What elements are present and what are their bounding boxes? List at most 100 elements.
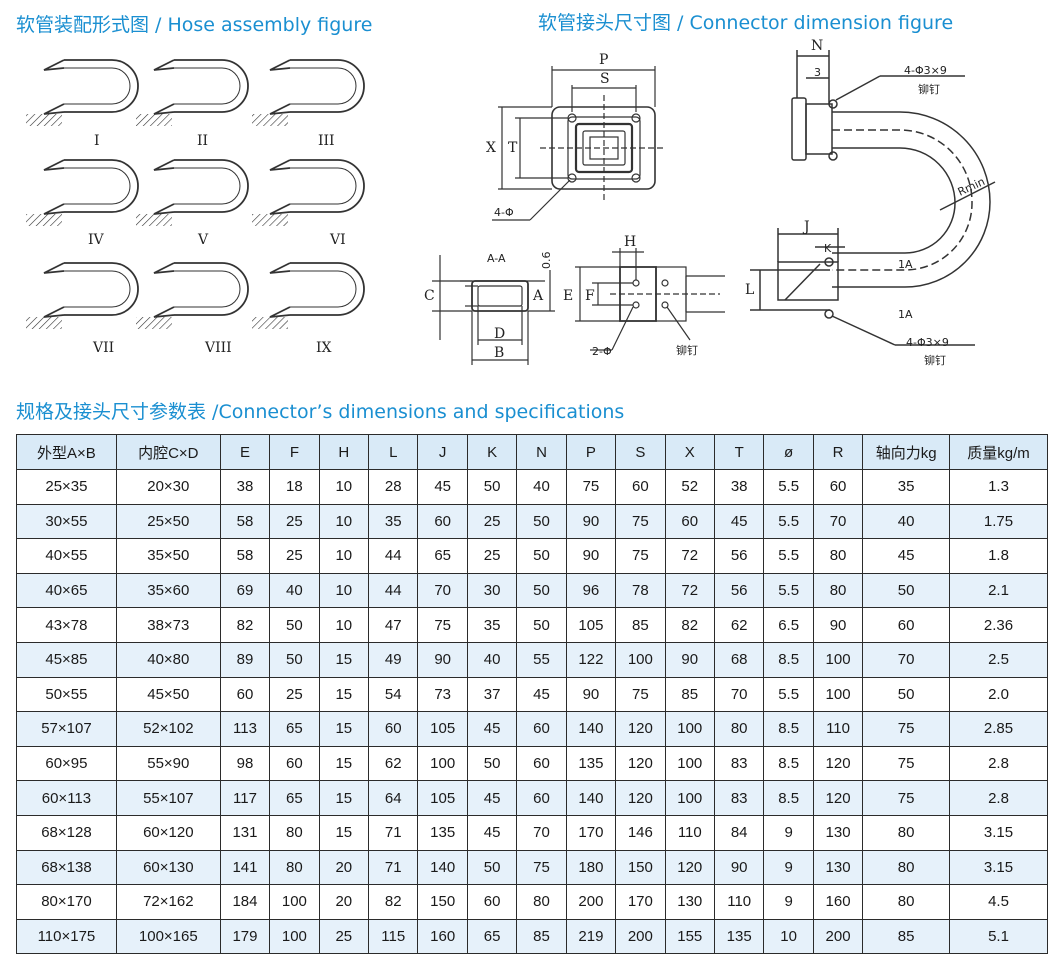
table-cell: 75 xyxy=(417,607,468,643)
table-cell: 1.8 xyxy=(949,538,1048,574)
hose-assembly-title: 软管装配形式图 / Hose assembly figure xyxy=(16,14,373,36)
table-cell: 60 xyxy=(516,711,567,747)
table-cell: 80 xyxy=(812,538,864,574)
table-cell: 85 xyxy=(615,607,666,643)
table-cell: 45 xyxy=(862,538,950,574)
table-cell: 180 xyxy=(565,849,617,886)
table-cell: 170 xyxy=(615,884,666,920)
table-cell: 130 xyxy=(812,814,864,851)
column-header: X xyxy=(664,434,715,470)
hose-form-2 xyxy=(136,59,249,126)
table-cell: 58 xyxy=(219,538,271,574)
table-cell: 30 xyxy=(466,572,518,609)
table-cell: 55 xyxy=(516,641,567,678)
dim-T: T xyxy=(508,140,518,156)
table-cell: 56 xyxy=(713,538,765,574)
table-cell: 50 xyxy=(269,641,320,678)
table-cell: 100 xyxy=(812,641,864,678)
column-header: 质量kg/m xyxy=(949,434,1048,470)
table-cell: 100 xyxy=(664,780,715,816)
hose-form-3 xyxy=(252,59,365,126)
table-cell: 56 xyxy=(713,572,765,609)
table-cell: 90 xyxy=(565,676,617,713)
dim-S: S xyxy=(600,71,610,87)
table-cell: 9 xyxy=(763,849,814,886)
table-cell: 110 xyxy=(664,814,715,851)
dim-A: A xyxy=(532,288,544,304)
dim-2phi: 2-Φ xyxy=(592,345,612,358)
table-cell: 50 xyxy=(516,572,567,609)
table-cell: 100 xyxy=(812,676,864,713)
table-cell: 70 xyxy=(516,814,567,851)
table-cell: 35 xyxy=(466,607,518,643)
table-cell: 60 xyxy=(812,469,864,505)
dim-N: N xyxy=(811,38,823,54)
table-cell: 70 xyxy=(417,572,468,609)
table-cell: 37 xyxy=(466,676,518,713)
table-cell: 5.1 xyxy=(949,918,1048,955)
table-cell: 120 xyxy=(812,780,864,816)
table-cell: 8.5 xyxy=(763,745,814,782)
table-cell: 100 xyxy=(664,745,715,782)
table-cell: 85 xyxy=(516,918,567,955)
table-cell: 60 xyxy=(862,607,950,643)
table-cell: 78 xyxy=(615,572,666,609)
table-cell: 2.1 xyxy=(949,572,1048,609)
table-cell: 65 xyxy=(417,538,468,574)
table-cell: 70 xyxy=(862,641,950,678)
table-cell: 75 xyxy=(862,780,950,816)
dim-L: L xyxy=(745,282,754,298)
hose-forms-grid xyxy=(26,59,365,329)
table-cell: 5.5 xyxy=(763,538,814,574)
table-cell: 80 xyxy=(516,884,567,920)
table-cell: 25×35 xyxy=(16,469,117,505)
table-cell: 80 xyxy=(812,572,864,609)
table-cell: 75 xyxy=(615,676,666,713)
table-cell: 15 xyxy=(318,814,370,851)
table-cell: 60 xyxy=(516,745,567,782)
table-cell: 105 xyxy=(417,711,468,747)
table-cell: 117 xyxy=(219,780,271,816)
column-header: N xyxy=(516,434,567,470)
dim-K: K xyxy=(824,242,832,255)
table-cell: 84 xyxy=(713,814,765,851)
table-cell: 72 xyxy=(664,572,715,609)
table-cell: 8.5 xyxy=(763,780,814,816)
table-cell: 55×107 xyxy=(115,780,221,816)
table-cell: 52 xyxy=(664,469,715,505)
table-cell: 25 xyxy=(269,676,320,713)
table-cell: 47 xyxy=(368,607,419,643)
rivet-label-side: 铆钉 xyxy=(676,343,698,357)
table-cell: 69 xyxy=(219,572,271,609)
hose-form-6 xyxy=(252,159,365,226)
table-cell: 200 xyxy=(615,918,666,955)
table-cell: 83 xyxy=(713,745,765,782)
table-cell: 40 xyxy=(269,572,320,609)
table-cell: 20 xyxy=(318,849,370,886)
table-cell: 44 xyxy=(368,572,419,609)
table-cell: 113 xyxy=(219,711,271,747)
table-cell: 70 xyxy=(812,503,864,540)
table-cell: 44 xyxy=(368,538,419,574)
table-cell: 80 xyxy=(862,814,950,851)
table-cell: 50×55 xyxy=(16,676,117,713)
column-header: ø xyxy=(763,434,814,470)
table-cell: 30×55 xyxy=(16,503,117,540)
table-cell: 40×80 xyxy=(115,641,221,678)
table-cell: 10 xyxy=(318,572,370,609)
table-cell: 60×120 xyxy=(115,814,221,851)
table-cell: 20 xyxy=(318,884,370,920)
column-header: F xyxy=(269,434,320,470)
table-cell: 45 xyxy=(466,711,518,747)
table-cell: 219 xyxy=(565,918,617,955)
table-cell: 75 xyxy=(862,711,950,747)
table-cell: 15 xyxy=(318,711,370,747)
table-cell: 60 xyxy=(664,503,715,540)
table-cell: 25 xyxy=(466,538,518,574)
table-cell: 90 xyxy=(664,641,715,678)
